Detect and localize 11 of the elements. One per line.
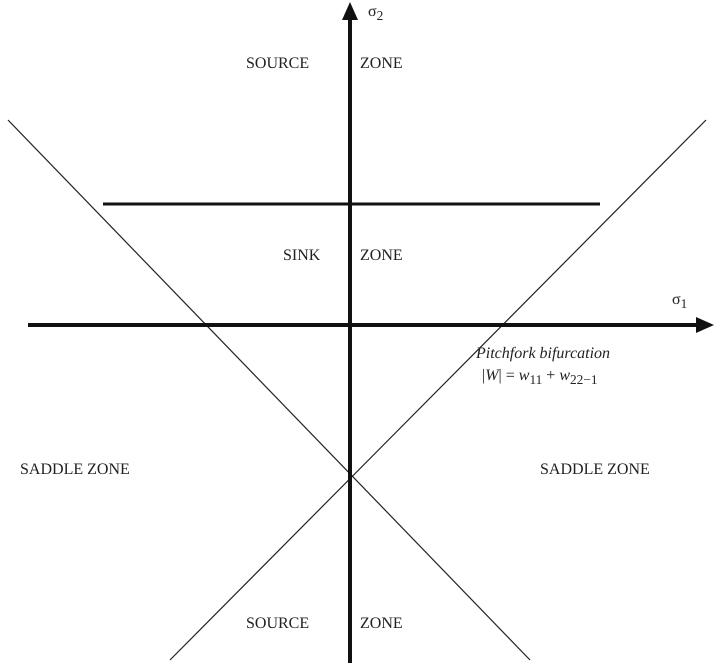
zone-label: ZONE [360,616,403,632]
zone-label: SOURCE [246,616,310,632]
annotation-text: Pitchfork bifurcation [476,346,610,362]
zone-label: ZONE [360,56,403,72]
zone-label: SINK [283,248,320,264]
zone-label: SADDLE ZONE [540,462,650,478]
zone-label: SOURCE [246,56,310,72]
zone-label: SADDLE ZONE [20,462,130,478]
zone-label: ZONE [360,248,403,264]
axis-label: σ$_{2}$ [368,4,384,23]
axis-label: σ$_{1}$ [672,292,688,311]
